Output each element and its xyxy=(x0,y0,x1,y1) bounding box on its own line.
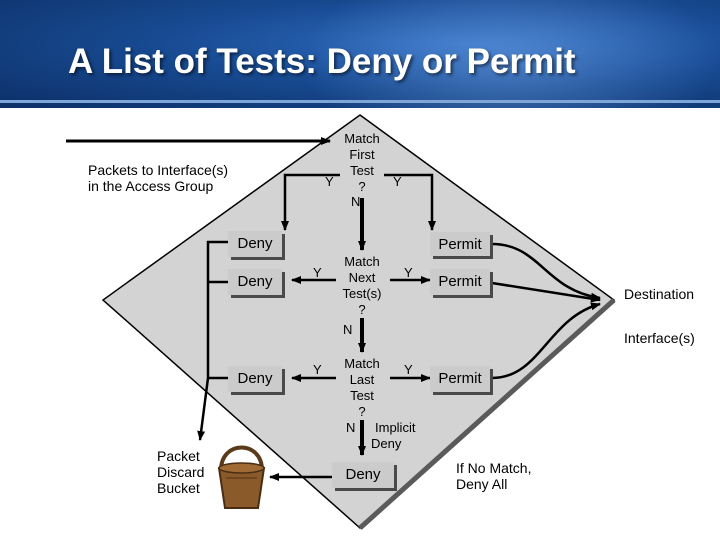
test-first: Match First Test ? xyxy=(338,131,386,195)
input-label: Packets to Interface(s) in the Access Gr… xyxy=(88,162,228,194)
no-match-line1: If No Match, xyxy=(456,460,532,476)
deny-box-1: Deny xyxy=(228,231,282,257)
last-yes-left-label: Y xyxy=(313,362,322,377)
last-no-label: N xyxy=(346,420,356,435)
deny-box-final: Deny xyxy=(332,462,394,488)
permit-mid-line xyxy=(491,281,601,303)
test-last: Match Last Test ? xyxy=(338,356,386,420)
bucket-label-line2: Discard xyxy=(157,464,205,480)
bucket-label-line3: Bucket xyxy=(157,480,200,496)
destination-label: Destination xyxy=(624,286,695,302)
implicit-deny-label: Implicit Deny xyxy=(371,420,415,452)
test-last-line1: Match xyxy=(344,356,380,371)
bucket-label: Packet Discard Bucket xyxy=(157,448,204,496)
first-yes-right-arrow xyxy=(384,173,436,231)
bucket-icon xyxy=(217,445,266,509)
destination-interface-label: Interface(s) xyxy=(624,330,695,346)
permit-box-3: Permit xyxy=(430,366,490,392)
banner-glow xyxy=(300,0,720,108)
no-match-line2: Deny All xyxy=(456,476,508,492)
first-yes-right-label: Y xyxy=(393,174,402,189)
test-first-line1: Match xyxy=(344,131,380,146)
test-next-line4: ? xyxy=(358,302,366,317)
test-next-line2: Next xyxy=(348,270,376,285)
test-first-line4: ? xyxy=(358,179,366,194)
banner-rule xyxy=(0,100,720,103)
test-last-line2: Last xyxy=(349,372,375,387)
test-next: Match Next Test(s) ? xyxy=(334,254,390,318)
test-next-line1: Match xyxy=(344,254,380,269)
first-yes-left-label: Y xyxy=(325,174,334,189)
first-no-label: N xyxy=(351,194,361,209)
next-no-label: N xyxy=(343,322,353,337)
last-yes-right-label: Y xyxy=(404,362,413,377)
deny-box-3: Deny xyxy=(228,366,282,392)
title-banner xyxy=(0,0,720,108)
permit-box-2: Permit xyxy=(430,269,490,295)
test-last-line4: ? xyxy=(358,404,366,419)
no-match-label: If No Match, Deny All xyxy=(456,460,531,492)
permit-top-curve xyxy=(491,242,601,301)
test-first-line2: First xyxy=(349,147,375,162)
test-first-line3: Test xyxy=(350,163,374,178)
deny-box-2: Deny xyxy=(228,269,282,295)
first-yes-left-arrow xyxy=(281,173,340,231)
test-last-line3: Test xyxy=(350,388,374,403)
bucket-label-line1: Packet xyxy=(157,448,200,464)
next-yes-left-label: Y xyxy=(313,265,322,280)
permit-box-1: Permit xyxy=(430,232,490,256)
test-next-line3: Test(s) xyxy=(342,286,382,301)
implicit-deny-line1: Implicit xyxy=(375,420,416,435)
permit-low-curve xyxy=(491,302,601,380)
implicit-deny-line2: Deny xyxy=(371,436,402,451)
input-label-line1: Packets to Interface(s) xyxy=(88,162,229,178)
page-title: A List of Tests: Deny or Permit xyxy=(68,42,576,81)
deny-collector-line xyxy=(197,240,228,441)
decision-panel-shadow xyxy=(358,298,616,530)
input-label-line2: in the Access Group xyxy=(88,178,214,194)
next-yes-right-label: Y xyxy=(404,265,413,280)
